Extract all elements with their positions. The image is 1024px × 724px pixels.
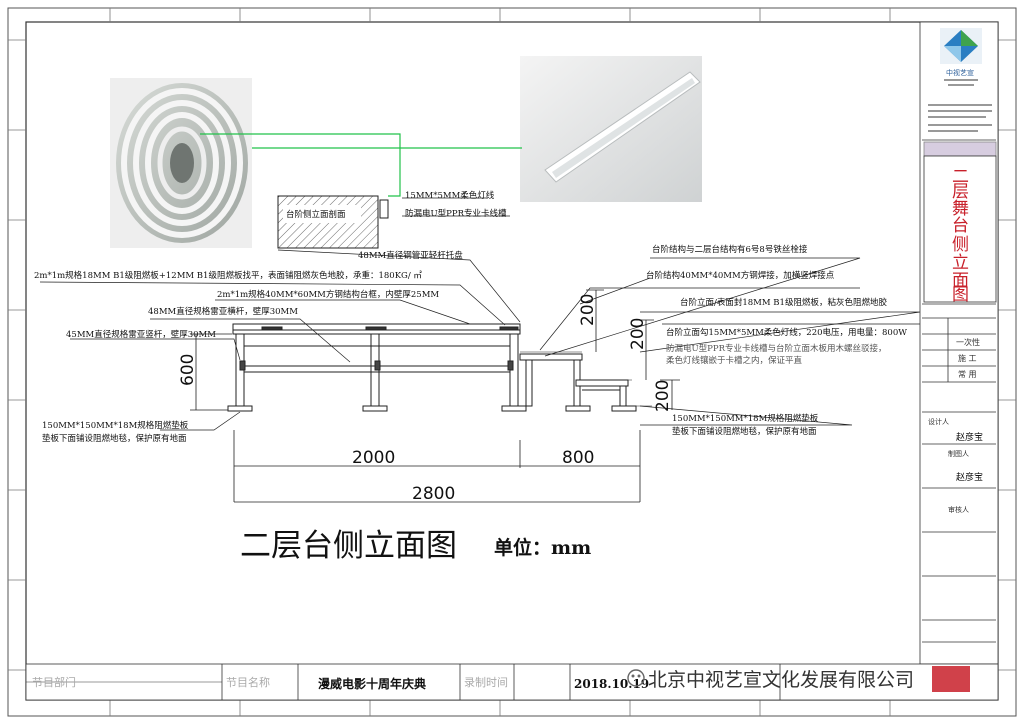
dim-step-mid: 200 [628, 318, 648, 350]
note-step-straight: 柔色灯线镶嵌于卡槽之内，保证平直 [666, 355, 803, 366]
vertical-title-6: 立 [952, 253, 969, 273]
reviewer-label: 审核人 [948, 505, 969, 514]
note-step-led: 台阶立面勾15MM*5MM柔色灯线，220电压，用电量：800W [666, 327, 907, 338]
border-ticks [8, 8, 1016, 716]
note-pad-right-carpet: 垫板下面铺设阻燃地毯，保护原有地面 [672, 426, 817, 437]
note-upright: 45MM直径规格雷亚竖杆，壁厚30MM [66, 329, 216, 340]
ppr-profile-photo [520, 56, 702, 202]
dim-step-width: 800 [562, 448, 594, 468]
row-once: 一次性 [956, 337, 980, 347]
row-common: 常 用 [958, 370, 977, 379]
note-board-top: 2m*1m规格18MM B1级阻燃板+12MM B1级阻燃板找平，表面铺阻燃灰色… [34, 270, 422, 281]
note-steel-frame: 2m*1m规格40MM*60MM方钢结构台框，内壁厚25MM [217, 289, 439, 300]
vertical-title-7: 面 [952, 271, 969, 291]
note-pad-right: 150MM*150MM*18M规格阻燃垫板 [672, 413, 819, 424]
designer-label: 设计人 [928, 417, 949, 426]
title-block [919, 21, 999, 665]
vertical-title-8: 图 [952, 285, 969, 305]
title-block-small-print [928, 79, 992, 132]
company-short-name: 中视艺宣 [946, 68, 974, 77]
note-led-strip: 15MM*5MM柔色灯线 [405, 190, 495, 201]
note-step-frame: 台阶结构40MM*40MM方钢焊接，加横竖焊接点 [646, 270, 835, 281]
note-step-board: 台阶立面/表面封18MM B1级阻燃板，粘灰色阻燃地胶 [680, 297, 887, 308]
step-structure [519, 351, 652, 412]
annotation-leaders [39, 197, 921, 431]
designer-name: 赵彦宝 [956, 431, 983, 443]
note-crossbar: 48MM直径规格雷亚横杆，壁厚30MM [148, 306, 298, 317]
section-label: 台阶侧立面剖面 [286, 209, 346, 220]
dim-platform-height: 600 [178, 354, 198, 386]
leader-lines [200, 133, 522, 197]
bottom-title-bar [25, 663, 999, 701]
program-name: 漫威电影十周年庆典 [318, 676, 426, 691]
dimension-lines [190, 289, 680, 503]
note-struct-link: 台阶结构与二层台结构有6号8号铁丝栓接 [652, 244, 808, 255]
drafter-label: 制图人 [948, 449, 969, 458]
vertical-title-5: 侧 [952, 235, 969, 255]
dim-total-width: 2800 [412, 484, 455, 504]
note-pipe-tray: 48MM直径钢管亚轻杆托盘 [358, 250, 463, 261]
platform-structure [227, 323, 527, 412]
vertical-title-1: 二 [952, 167, 969, 187]
led-reel-photo [110, 78, 252, 248]
vertical-title-3: 舞 [952, 199, 969, 219]
note-ppr-groove: 防漏电U型PPR专业卡线槽 [405, 208, 507, 219]
note-pad-left-carpet: 垫板下面铺设阻燃地毯，保护原有地面 [42, 433, 187, 444]
dim-step-upper: 200 [578, 294, 598, 326]
watermark-text: 北京中视艺宣文化发展有限公司 [648, 669, 914, 691]
time-label: 录制时间 [464, 676, 508, 689]
section-detail [277, 195, 389, 249]
program-name-label: 节目名称 [226, 675, 270, 689]
dim-step-lower: 200 [653, 380, 673, 412]
row-construction: 施 工 [958, 353, 977, 363]
record-date: 2018.10.19 [574, 677, 649, 691]
vertical-title-2: 层 [952, 182, 969, 202]
dept-label: 节目部门 [32, 675, 76, 689]
vertical-title-4: 台 [952, 216, 969, 236]
unit-label: 单位：mm [494, 536, 591, 559]
note-step-groove: 防漏电U型PPR专业卡线槽与台阶立面木板用木螺丝驳接， [666, 343, 887, 354]
dim-platform-width: 2000 [352, 448, 395, 468]
watermark [627, 666, 970, 692]
drawing-title: 二层台侧立面图 [240, 528, 457, 564]
company-logo [940, 28, 982, 64]
note-pad-left: 150MM*150MM*18M规格阻燃垫板 [42, 420, 189, 431]
drafter-name: 赵彦宝 [956, 471, 983, 483]
